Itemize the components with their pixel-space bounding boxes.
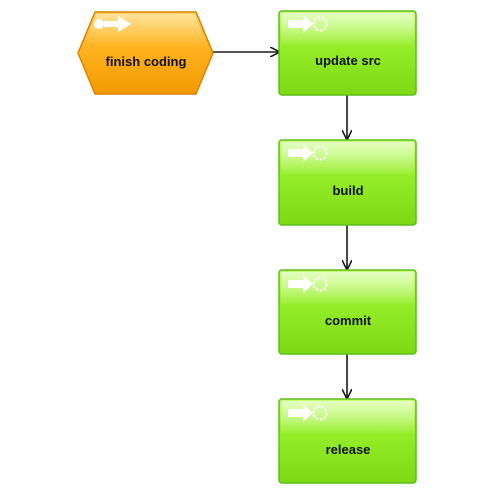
- function-label: build: [332, 183, 363, 198]
- function-gear-arrow-icon: [288, 144, 328, 162]
- connectors: [213, 52, 347, 398]
- function-label: commit: [325, 313, 372, 328]
- event-label: finish coding: [106, 54, 187, 69]
- function-node-build[interactable]: build: [278, 139, 417, 226]
- function-label: update src: [315, 53, 381, 68]
- function-label: release: [326, 442, 371, 457]
- function-node-update-src[interactable]: update src: [278, 10, 417, 96]
- function-gear-arrow-icon: [288, 15, 328, 33]
- function-node-commit[interactable]: commit: [278, 269, 417, 355]
- function-node-release[interactable]: release: [278, 398, 417, 484]
- event-arrow-icon: [94, 16, 131, 32]
- function-gear-arrow-icon: [288, 404, 328, 422]
- function-gear-arrow-icon: [288, 275, 328, 293]
- event-node-finish-coding[interactable]: finish coding: [77, 11, 214, 95]
